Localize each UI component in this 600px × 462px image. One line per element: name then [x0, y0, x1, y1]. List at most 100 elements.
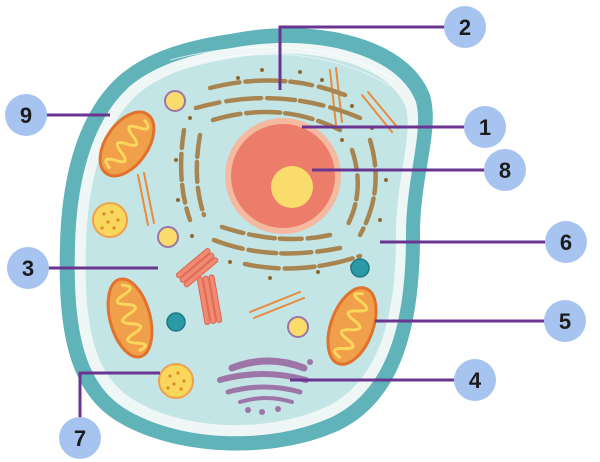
granule [110, 210, 114, 214]
er-membrane [178, 127, 193, 223]
ribosome [268, 276, 272, 280]
granule [176, 371, 180, 375]
ribosome [174, 158, 178, 162]
er-membrane [210, 109, 343, 133]
golgi-cisterna [225, 384, 303, 395]
golgi-cisterna [238, 396, 294, 404]
granule [102, 212, 106, 216]
centriole-tubule [196, 276, 211, 326]
centriole-tubule [208, 274, 223, 323]
badge-number: 4 [469, 368, 482, 393]
badge-number: 3 [22, 256, 34, 281]
granule [166, 386, 170, 390]
filament [253, 297, 305, 319]
granule [100, 226, 104, 230]
granule [179, 387, 183, 391]
granule [182, 379, 186, 383]
ribosome [260, 68, 264, 72]
filament [367, 91, 399, 129]
centriole-tubule [202, 275, 217, 324]
centriole-tubule [179, 252, 215, 283]
organelle-label-6: 6 [545, 221, 587, 263]
er-membrane [357, 137, 378, 238]
lysosome [158, 363, 194, 399]
mitochondrion-cristae [104, 118, 150, 170]
ribosome [350, 104, 354, 108]
lysosome-body [158, 363, 194, 399]
filament [249, 291, 301, 313]
vesicle [164, 90, 186, 112]
leader-lines [46, 25, 545, 420]
nucleus-group [225, 118, 341, 234]
badge-circle [5, 94, 47, 136]
ribosome [340, 138, 344, 142]
endoplasmic-reticulum [178, 78, 378, 271]
ribosome [320, 78, 324, 82]
filament [329, 69, 337, 126]
centriole-tubule [175, 248, 211, 279]
badge-number: 9 [20, 103, 32, 128]
badge-circle [545, 221, 587, 263]
leader-line-2 [278, 25, 447, 90]
granule [116, 218, 120, 222]
ribosome [384, 178, 388, 182]
vesicle [157, 226, 179, 248]
lysosome-body [92, 202, 128, 238]
golgi-vesicle [245, 407, 251, 413]
badge-number: 7 [74, 426, 86, 451]
vacuole [350, 258, 370, 278]
badge-circle [484, 149, 526, 191]
lysosome-granules [100, 210, 120, 230]
golgi-vesicle [275, 406, 281, 412]
centrioles [175, 248, 223, 326]
er-membrane [194, 132, 207, 218]
organelle-label-3: 3 [7, 247, 49, 289]
badge-circle [59, 417, 101, 459]
leader-line-7 [78, 371, 160, 420]
mitochondrion [326, 286, 378, 366]
mitochondrion-outer [326, 286, 378, 366]
er-membrane [211, 237, 343, 256]
organelle-label-5: 5 [544, 300, 586, 342]
organelle-label-1: 1 [464, 106, 506, 148]
granule [106, 220, 110, 224]
granule [172, 382, 176, 386]
ribosome [236, 76, 240, 80]
badge-circle [464, 106, 506, 148]
ribosome [188, 116, 192, 120]
ribosome [378, 218, 382, 222]
vacuole [166, 312, 186, 332]
er-membrane [242, 253, 363, 271]
mitochondrion [106, 277, 154, 359]
badge-circle [454, 359, 496, 401]
golgi-vesicle [307, 359, 313, 365]
badge-number: 8 [499, 158, 511, 183]
lysosome [92, 202, 128, 238]
badge-number: 1 [479, 115, 491, 140]
organelle-label-4: 4 [454, 359, 496, 401]
granule [112, 226, 116, 230]
mitochondrion [98, 110, 156, 178]
centriole [196, 274, 223, 326]
nucleolus [271, 166, 313, 208]
vesicle [287, 316, 309, 338]
organelle-label-8: 8 [484, 149, 526, 191]
golgi-apparatus [217, 357, 313, 415]
cytoplasm [85, 53, 408, 426]
er-membrane [193, 95, 363, 121]
centriole-tubule [183, 257, 219, 288]
ribosome [316, 270, 320, 274]
badge-circle [544, 300, 586, 342]
badge-number: 6 [560, 230, 572, 255]
mitochondrion-cristae [333, 292, 369, 360]
er-membrane [219, 224, 333, 242]
number-badges: 1 2 3 4 5 6 7 8 [5, 6, 587, 459]
filament [143, 172, 155, 224]
organelle-label-7: 7 [59, 417, 101, 459]
ribosome [298, 70, 302, 74]
lysosome-granules [166, 371, 186, 391]
membrane-texture [174, 53, 391, 87]
ribosome [176, 198, 180, 202]
organelle-label-2: 2 [444, 6, 486, 48]
